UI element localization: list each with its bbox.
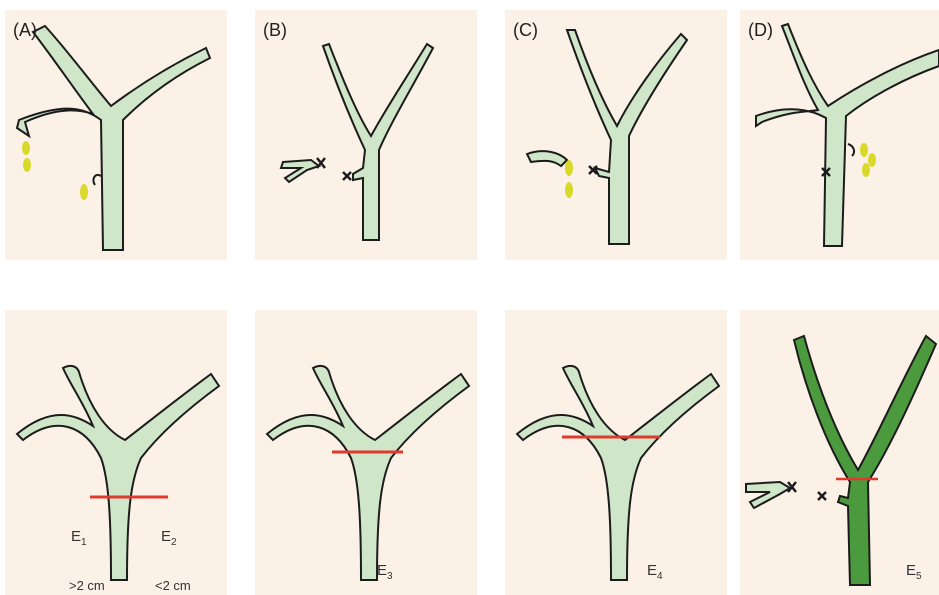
clip-icon	[788, 482, 826, 500]
panel-e3: E3	[255, 310, 477, 595]
level-e5-sub: 5	[916, 571, 922, 582]
duct-bifurcation	[267, 366, 469, 580]
level-e5-letter: E	[906, 562, 916, 579]
duct-c	[567, 30, 687, 244]
level-e2-letter: E	[161, 528, 171, 545]
clipped-branch-e5	[746, 482, 790, 508]
panel-b-label: (B)	[263, 20, 287, 41]
level-e1-sub: 1	[81, 537, 87, 548]
level-e3-sub: 3	[387, 571, 393, 582]
level-e3-label: E3	[377, 562, 393, 582]
duct-bifurcation	[517, 366, 719, 580]
stone	[565, 182, 573, 198]
clipped-branch-c	[527, 151, 567, 166]
panel-e4: E4	[505, 310, 727, 595]
stone	[862, 163, 870, 177]
level-e4-label: E4	[647, 562, 663, 582]
panel-b: (B)	[255, 10, 477, 260]
stone	[868, 153, 876, 167]
stone	[860, 143, 868, 157]
level-e2-sub: 2	[171, 537, 177, 548]
level-e3-letter: E	[377, 562, 387, 579]
stump-a	[93, 175, 101, 185]
duct-d	[756, 24, 939, 246]
stone	[565, 160, 573, 176]
level-e5-label: E5	[906, 562, 922, 582]
panel-a-label: (A)	[13, 20, 37, 41]
duct-hepaticojejunostomy	[794, 336, 936, 585]
level-e1-label: E1	[71, 528, 87, 548]
panel-b-diagram	[255, 10, 477, 260]
duct-bifurcation	[17, 366, 219, 580]
clip-icon	[317, 158, 351, 180]
panel-e5-diagram	[740, 310, 939, 595]
panel-e1-e2: E1 E2 >2 cm <2 cm	[5, 310, 227, 595]
stone	[80, 184, 88, 200]
panel-e4-diagram	[505, 310, 727, 595]
stone	[23, 158, 31, 172]
panel-d-label: (D)	[748, 20, 773, 41]
panel-d: (D)	[740, 10, 939, 260]
measurement-lt-2cm: <2 cm	[155, 578, 191, 593]
level-e4-letter: E	[647, 562, 657, 579]
panel-a: (A)	[5, 10, 227, 260]
panel-a-diagram	[5, 10, 227, 260]
panel-d-diagram	[740, 10, 939, 260]
level-e2-label: E2	[161, 528, 177, 548]
level-e1-letter: E	[71, 528, 81, 545]
level-e4-sub: 4	[657, 571, 663, 582]
panel-e1-e2-diagram	[5, 310, 227, 595]
duct-a	[17, 26, 210, 250]
panel-c: (C)	[505, 10, 727, 260]
duct-b	[323, 44, 433, 240]
stump-d	[848, 144, 854, 156]
measurement-gt-2cm: >2 cm	[69, 578, 105, 593]
stone	[22, 141, 30, 155]
panel-e5: E5	[740, 310, 939, 595]
clipped-branch-b	[281, 160, 319, 182]
panel-c-label: (C)	[513, 20, 538, 41]
panel-c-diagram	[505, 10, 727, 260]
panel-e3-diagram	[255, 310, 477, 595]
